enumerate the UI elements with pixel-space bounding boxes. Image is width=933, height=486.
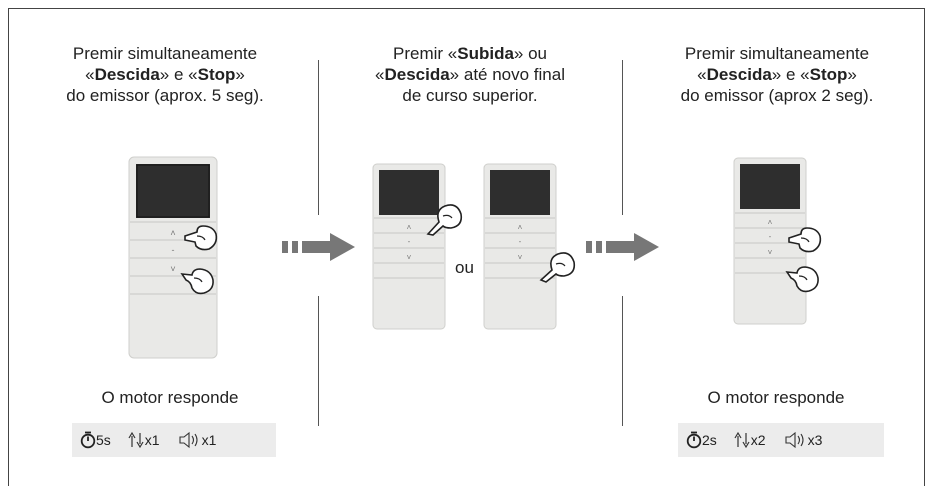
timer-icon — [80, 431, 96, 449]
divider-2-top — [622, 60, 623, 215]
pointing-hand-icon — [180, 268, 214, 295]
response-title-1: O motor responde — [101, 388, 239, 407]
response-indicators-1: 5s x1 x1 — [72, 423, 276, 457]
up-down-arrows-icon — [128, 431, 144, 449]
svg-text:˅: ˅ — [768, 248, 773, 257]
pointing-hand-icon — [539, 252, 576, 283]
remote-control-2b: ˄ - ˅ — [483, 163, 557, 330]
speaker-icon — [179, 431, 198, 449]
svg-text:-: - — [172, 245, 175, 255]
movement-count: x1 — [144, 432, 160, 448]
timer-value: 2s — [702, 432, 717, 448]
divider-1-bottom — [318, 296, 319, 426]
divider-1-top — [318, 60, 319, 215]
pointing-hand-icon — [788, 227, 822, 253]
step-1-instruction: Premir simultaneamente «Descida» e «Stop… — [66, 44, 264, 105]
svg-text:˅: ˅ — [518, 253, 523, 262]
arrow-right-icon — [586, 233, 659, 261]
pointing-hand-icon — [785, 266, 819, 293]
speaker-icon — [785, 431, 804, 449]
up-down-arrows-icon — [734, 431, 750, 449]
svg-text:-: - — [408, 237, 411, 246]
svg-text:˄: ˄ — [170, 228, 175, 238]
divider-2-bottom — [622, 296, 623, 426]
svg-text:-: - — [519, 237, 522, 246]
diagram-frame — [8, 8, 925, 486]
svg-text:˅: ˅ — [407, 253, 412, 262]
beep-count: x3 — [807, 432, 823, 448]
step-3-instruction: Premir simultaneamente «Descida» e «Stop… — [680, 44, 874, 105]
svg-text:˄: ˄ — [768, 218, 773, 227]
svg-text:˄: ˄ — [518, 223, 523, 232]
remote-control-1: ˄ - ˅ — [128, 156, 218, 359]
svg-text:˅: ˅ — [170, 264, 175, 274]
svg-text:˄: ˄ — [407, 223, 412, 232]
remote-control-2a: ˄ - ˅ — [372, 163, 446, 330]
arrow-right-icon — [282, 233, 355, 261]
remote-control-3: ˄ - ˅ — [733, 157, 807, 325]
movement-count: x2 — [750, 432, 766, 448]
pointing-hand-icon — [184, 225, 218, 251]
pointing-hand-icon — [426, 204, 463, 236]
step-2-instruction: Premir «Subida» ou «Descida» até novo fi… — [375, 44, 565, 105]
beep-count: x1 — [201, 432, 217, 448]
timer-icon — [686, 431, 702, 449]
response-title-2: O motor responde — [707, 388, 845, 407]
svg-text:-: - — [769, 232, 772, 241]
timer-value: 5s — [96, 432, 111, 448]
or-label: ou — [455, 258, 474, 277]
response-indicators-2: 2s x2 x3 — [678, 423, 884, 457]
